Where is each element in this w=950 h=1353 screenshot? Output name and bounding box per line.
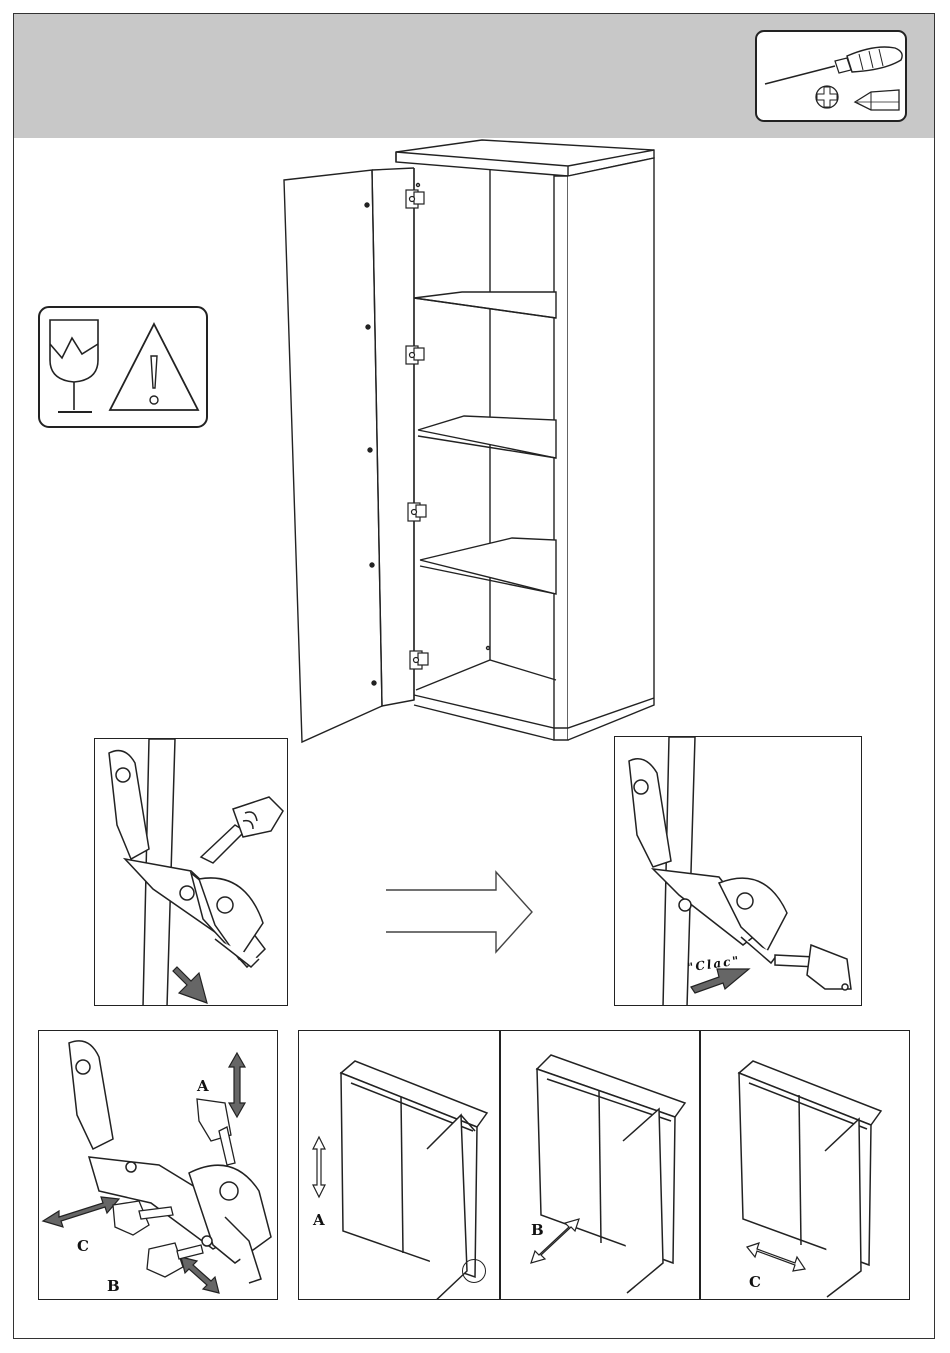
label-b: B (107, 1277, 120, 1295)
hinge-top (406, 190, 424, 208)
page-number-circle (462, 1259, 486, 1283)
door-label-a: A (313, 1211, 325, 1229)
arrow-lateral-icon (747, 1243, 805, 1271)
door-label-b: B (531, 1221, 544, 1239)
door-adjust-c-diagram (701, 1031, 910, 1300)
adjust-arrow-b-icon (181, 1257, 219, 1293)
door-label-c: C (749, 1273, 761, 1291)
hinge-lower-middle (408, 503, 426, 521)
hinge-adjustment-panel: A C B (38, 1030, 278, 1300)
pointing-hand-icon (201, 797, 283, 863)
arrow-vertical-icon (313, 1137, 325, 1197)
label-a: A (197, 1077, 209, 1095)
adjust-arrow-a-icon (229, 1053, 245, 1117)
push-arrow-icon (173, 967, 207, 1003)
pointing-hand-icon (775, 945, 851, 990)
door-adjust-b-diagram (499, 1031, 699, 1300)
hinge-bottom (410, 651, 428, 669)
hinge-clip-before-panel (94, 738, 288, 1006)
adjust-arrow-c-icon (43, 1197, 119, 1227)
transition-arrow (384, 866, 544, 956)
door-adjustments-panel: A B C (298, 1030, 910, 1300)
label-c: C (77, 1237, 89, 1255)
hinge-clip-after-panel: "Clac" (614, 736, 862, 1006)
hinge-upper-middle (406, 346, 424, 364)
